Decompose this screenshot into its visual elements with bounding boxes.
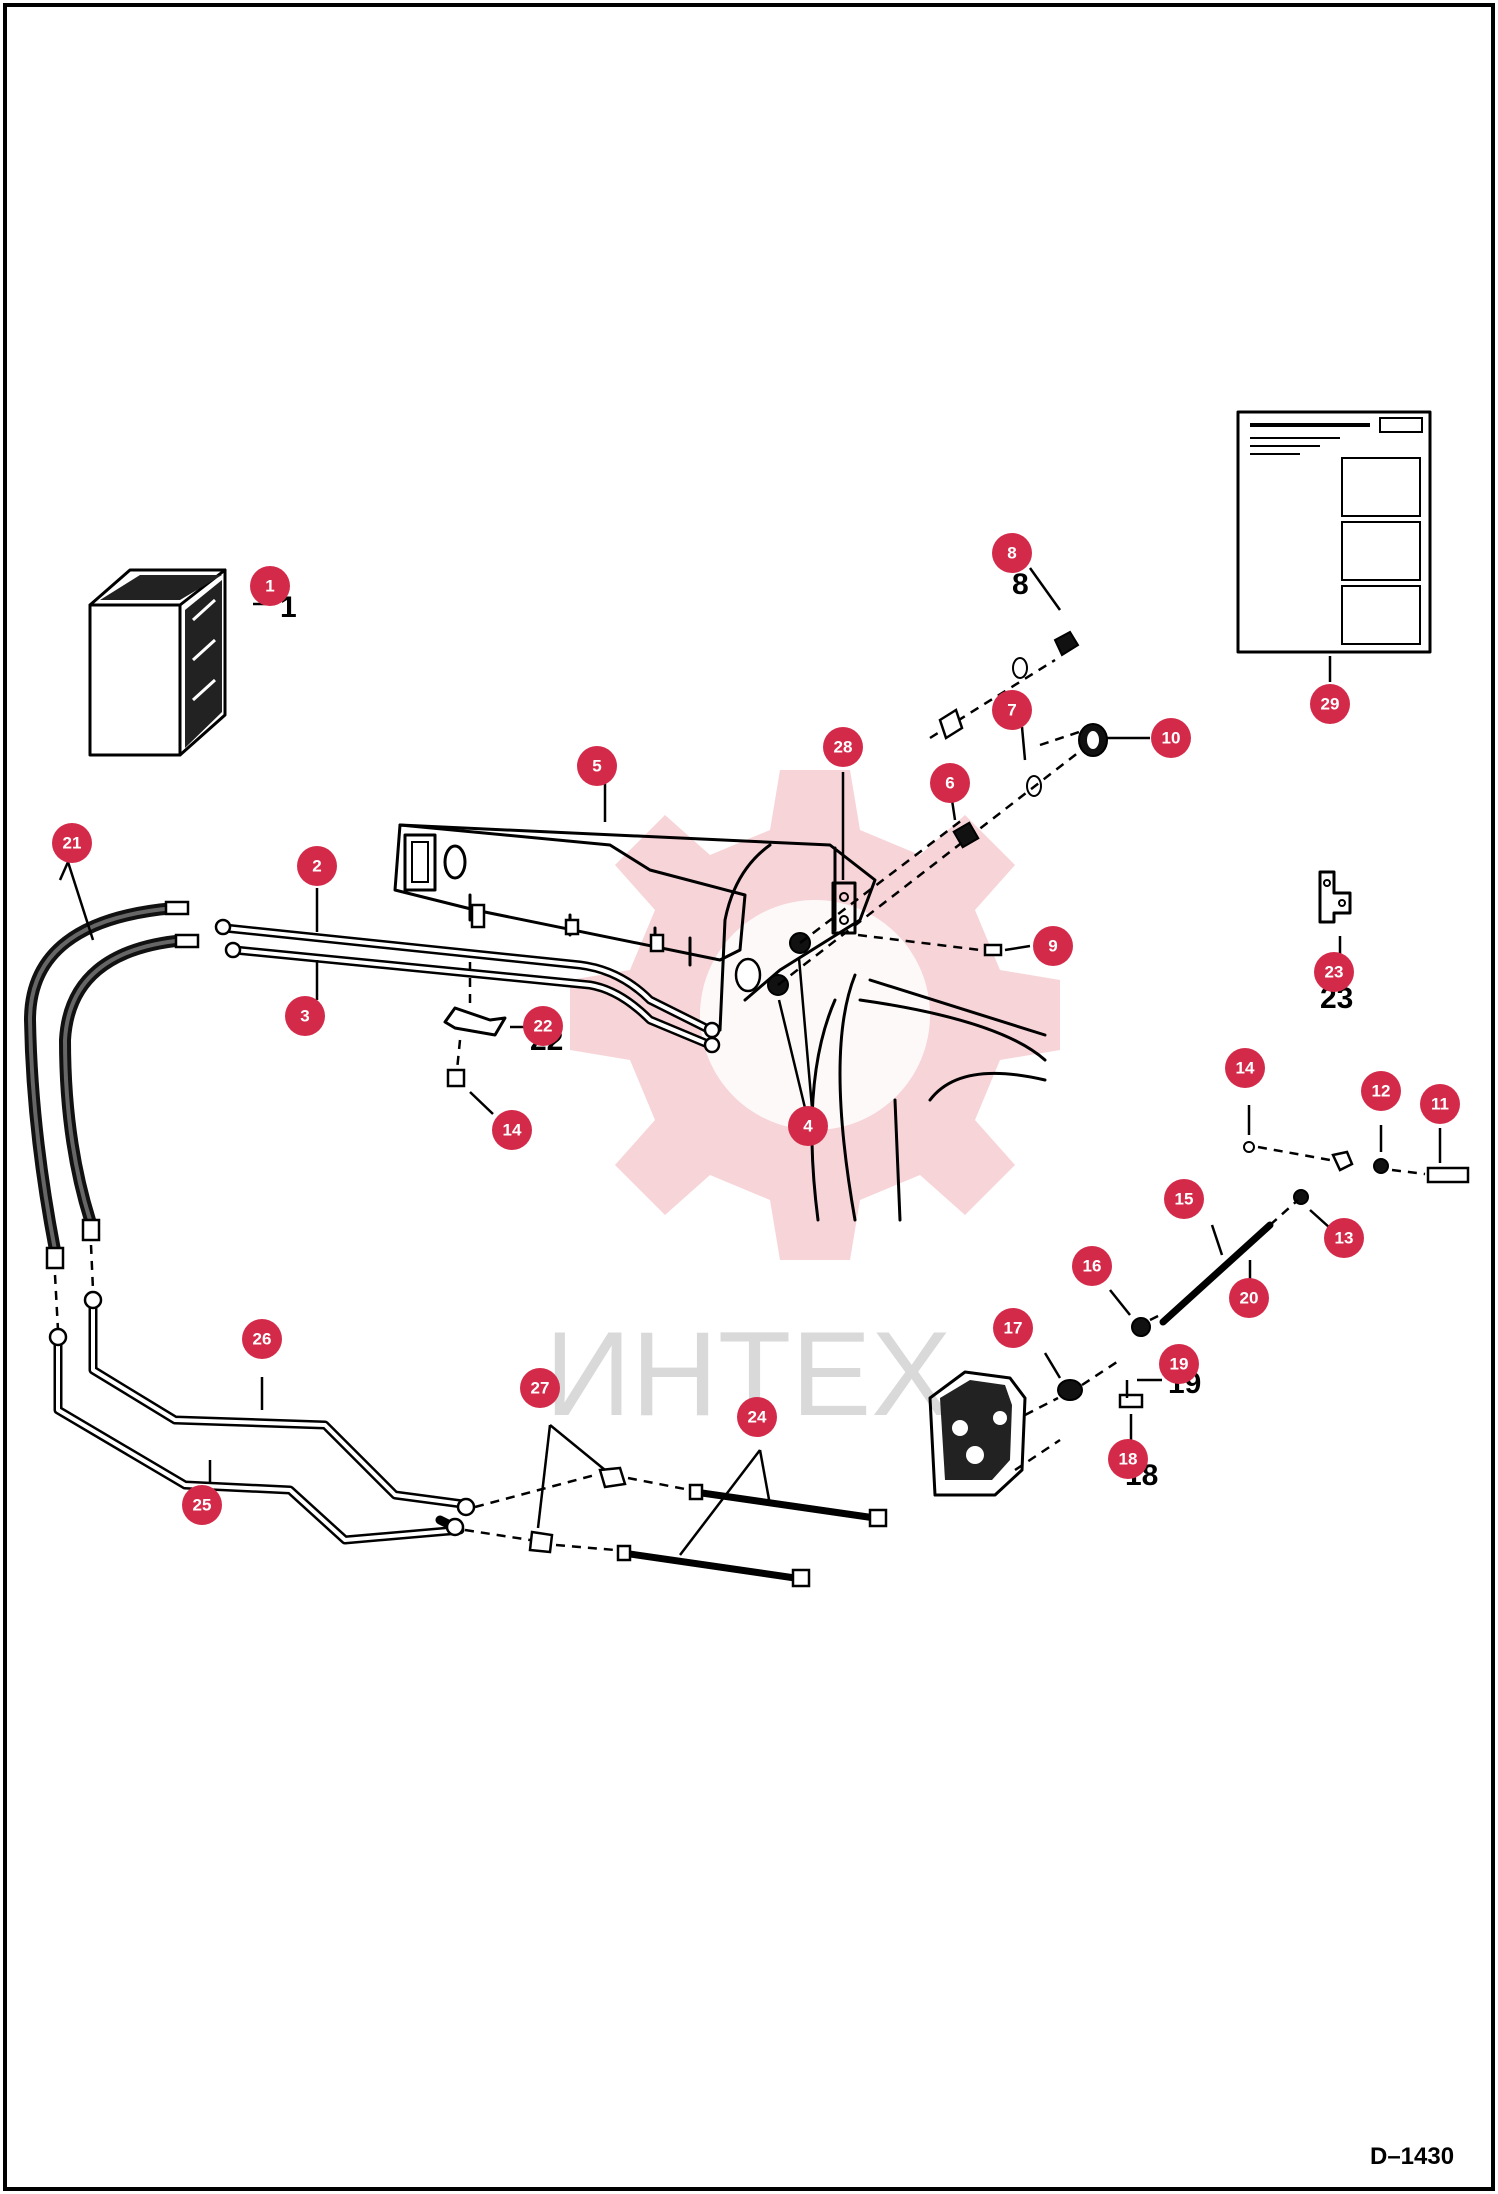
part-1-box — [88, 568, 275, 757]
part-2-3-steel-lines — [214, 888, 721, 1054]
part-24-27-adapters — [464, 1424, 888, 1588]
svg-text:18: 18 — [1119, 1450, 1138, 1469]
svg-text:16: 16 — [1083, 1257, 1102, 1276]
svg-text:17: 17 — [1004, 1319, 1023, 1338]
callout-27: 27 — [520, 1368, 560, 1408]
svg-text:1: 1 — [265, 577, 274, 596]
svg-text:20: 20 — [1240, 1289, 1259, 1308]
callout-15: 15 — [1164, 1179, 1204, 1219]
callout-10: 10 — [1151, 718, 1191, 758]
callout-14-lower: 14 — [492, 1110, 532, 1150]
control-valve-assembly — [928, 1352, 1162, 1497]
callout-4: 4 — [788, 1106, 828, 1146]
callout-26: 26 — [242, 1319, 282, 1359]
svg-text:5: 5 — [592, 757, 601, 776]
callout-12: 12 — [1361, 1071, 1401, 1111]
callout-22: 22 — [523, 1006, 563, 1046]
callout-25: 25 — [182, 1485, 222, 1525]
part-21-hoses — [23, 861, 200, 1331]
svg-text:8: 8 — [1007, 544, 1016, 563]
svg-text:24: 24 — [748, 1408, 767, 1427]
svg-text:27: 27 — [531, 1379, 550, 1398]
part-9-bolt — [857, 933, 1031, 957]
part-25-26-tubes — [48, 1290, 476, 1545]
callout-18: 18 — [1108, 1439, 1148, 1479]
svg-text:7: 7 — [1007, 701, 1016, 720]
svg-text:4: 4 — [803, 1117, 813, 1136]
svg-text:14: 14 — [1236, 1059, 1255, 1078]
svg-text:10: 10 — [1162, 729, 1181, 748]
callout-9: 9 — [1033, 926, 1073, 966]
svg-text:29: 29 — [1321, 695, 1340, 714]
svg-text:2: 2 — [312, 857, 321, 876]
svg-text:22: 22 — [534, 1017, 553, 1036]
parts-11-to-20-linkage — [1109, 1105, 1470, 1337]
label-plain-8: 8 — [1012, 568, 1029, 601]
svg-text:14: 14 — [503, 1121, 522, 1140]
svg-text:26: 26 — [253, 1330, 272, 1349]
svg-text:25: 25 — [193, 1496, 212, 1515]
callout-21: 21 — [52, 823, 92, 863]
svg-text:15: 15 — [1175, 1190, 1194, 1209]
callout-14-upper: 14 — [1225, 1048, 1265, 1088]
callout-3: 3 — [285, 996, 325, 1036]
svg-text:21: 21 — [63, 834, 82, 853]
callout-13: 13 — [1324, 1218, 1364, 1258]
callout-23: 23 — [1314, 952, 1354, 992]
svg-text:13: 13 — [1335, 1229, 1354, 1248]
callout-29: 29 — [1310, 684, 1350, 724]
callout-17: 17 — [993, 1308, 1033, 1348]
callout-1: 1 — [250, 566, 290, 606]
callout-28: 28 — [823, 727, 863, 767]
svg-text:28: 28 — [834, 738, 853, 757]
callout-20: 20 — [1229, 1278, 1269, 1318]
part-5-mounting-frame — [393, 778, 1047, 1222]
svg-text:3: 3 — [300, 1007, 309, 1026]
svg-text:19: 19 — [1170, 1355, 1189, 1374]
part-29-instruction-sheet — [1236, 410, 1432, 682]
svg-text:11: 11 — [1431, 1095, 1449, 1114]
callout-7: 7 — [992, 690, 1032, 730]
callout-16: 16 — [1072, 1246, 1112, 1286]
parts-6-7-8-10-fittings — [777, 567, 1150, 986]
svg-text:9: 9 — [1048, 937, 1057, 956]
callout-6: 6 — [930, 763, 970, 803]
drawing-code: D–1430 — [1370, 2143, 1454, 2170]
callout-2: 2 — [297, 846, 337, 886]
part-23-bracket — [1318, 870, 1352, 954]
callout-5: 5 — [577, 746, 617, 786]
callout-11: 11 — [1420, 1084, 1460, 1124]
svg-text:12: 12 — [1372, 1082, 1391, 1101]
watermark-logo: ИНТЕХ — [545, 770, 1060, 1441]
svg-text:6: 6 — [945, 774, 954, 793]
svg-text:23: 23 — [1325, 963, 1344, 982]
callout-24: 24 — [737, 1397, 777, 1437]
page-border — [3, 3, 1495, 2191]
callout-8: 8 — [992, 533, 1032, 573]
callout-19: 19 — [1159, 1344, 1199, 1384]
part-22-clamp — [443, 962, 525, 1115]
